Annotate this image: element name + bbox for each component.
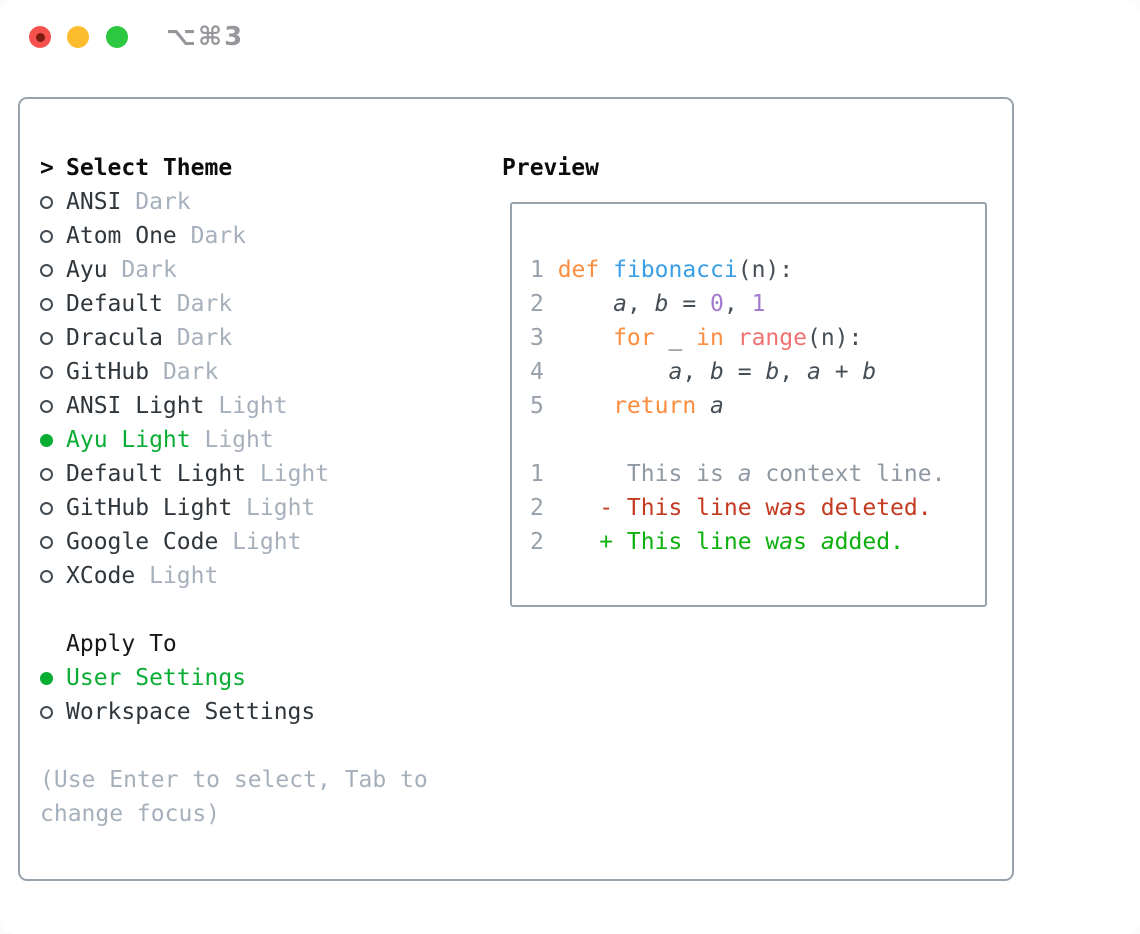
unsaved-indicator-icon — [35, 32, 45, 42]
prompt-caret-icon: > — [40, 155, 54, 181]
help-line: (Use Enter to select, Tab to — [40, 767, 428, 793]
line-number: 4 — [530, 359, 544, 385]
line-number: 1 — [530, 257, 544, 283]
theme-variant-label: Light — [204, 427, 274, 453]
radio-selected-icon — [40, 433, 53, 447]
preview-title: Preview — [502, 155, 599, 181]
theme-name: Google Code — [66, 529, 219, 555]
line-number: 1 — [530, 461, 544, 487]
radio-unselected-icon — [40, 263, 53, 277]
theme-option[interactable]: GitHub Light Light — [40, 491, 500, 525]
theme-name: Default Light — [66, 461, 247, 487]
theme-variant-label: Dark — [176, 291, 233, 317]
code-line: 2 a, b = 0, 1 — [530, 287, 985, 321]
radio-unselected-icon — [40, 705, 53, 719]
apply-to-title: Apply To — [66, 631, 177, 657]
theme-variant-label: Light — [218, 393, 288, 419]
radio-selected-icon — [40, 671, 53, 685]
line-number: 5 — [530, 393, 544, 419]
theme-option[interactable]: ANSI Light Light — [40, 389, 500, 423]
theme-variant-label: Light — [232, 529, 302, 555]
help-line: change focus) — [40, 801, 221, 827]
help-text: (Use Enter to select, Tab to change focu… — [40, 763, 500, 831]
select-theme-title: Select Theme — [66, 155, 233, 181]
close-button[interactable] — [29, 26, 51, 48]
radio-unselected-icon — [40, 399, 53, 413]
theme-variant-label: Light — [149, 563, 219, 589]
theme-variant-label: Dark — [121, 257, 177, 283]
theme-name: XCode — [66, 563, 136, 589]
radio-unselected-icon — [40, 331, 53, 345]
theme-option[interactable]: ANSI Dark — [40, 185, 500, 219]
theme-name: Default — [66, 291, 163, 317]
apply-option-label: Workspace Settings — [66, 699, 316, 725]
minimize-button[interactable] — [67, 26, 89, 48]
apply-to-header: Apply To — [40, 627, 500, 661]
theme-name: ANSI — [66, 189, 122, 215]
line-number: 2 — [530, 529, 544, 555]
line-number: 2 — [530, 291, 544, 317]
titlebar: ⌥⌘3 — [0, 0, 1140, 74]
window-title: ⌥⌘3 — [166, 22, 245, 52]
theme-name: GitHub — [66, 359, 150, 385]
radio-unselected-icon — [40, 467, 53, 481]
theme-name: Ayu Light — [66, 427, 191, 453]
theme-name: GitHub Light — [66, 495, 233, 521]
code-line: 5 return a — [530, 389, 985, 423]
code-line: 4 a, b = b, a + b — [530, 355, 985, 389]
theme-option[interactable]: Ayu Dark — [40, 253, 500, 287]
theme-name: Atom One — [66, 223, 177, 249]
theme-variant-label: Dark — [190, 223, 247, 249]
select-theme-header: > Select Theme — [40, 151, 500, 185]
theme-option[interactable]: Dracula Dark — [40, 321, 500, 355]
theme-option[interactable]: Atom One Dark — [40, 219, 500, 253]
apply-option[interactable]: User Settings — [40, 661, 500, 695]
line-number: 2 — [530, 495, 544, 521]
apply-option[interactable]: Workspace Settings — [40, 695, 500, 729]
theme-name: Dracula — [66, 325, 163, 351]
radio-unselected-icon — [40, 297, 53, 311]
code-line: 3 for _ in range(n): — [530, 321, 985, 355]
theme-option[interactable]: Default Dark — [40, 287, 500, 321]
apply-option-label: User Settings — [66, 665, 247, 691]
theme-variant-label: Dark — [176, 325, 233, 351]
radio-unselected-icon — [40, 229, 53, 243]
theme-option[interactable]: Google Code Light — [40, 525, 500, 559]
radio-unselected-icon — [40, 501, 53, 515]
theme-option[interactable]: GitHub Dark — [40, 355, 500, 389]
theme-variant-label: Light — [259, 461, 330, 487]
line-number: 3 — [530, 325, 544, 351]
theme-option[interactable]: Default Light Light — [40, 457, 500, 491]
radio-unselected-icon — [40, 365, 53, 379]
theme-option[interactable]: XCode Light — [40, 559, 500, 593]
radio-unselected-icon — [40, 569, 53, 583]
diff-line: 2 - This line was deleted. — [530, 491, 985, 525]
diff-line: 1 This is a context line. — [530, 457, 985, 491]
diff-preview: 1 This is a context line.2 - This line w… — [530, 457, 985, 559]
theme-name: ANSI Light — [66, 393, 205, 419]
theme-variant-label: Dark — [162, 359, 219, 385]
radio-unselected-icon — [40, 195, 53, 209]
theme-variant-label: Light — [246, 495, 316, 521]
theme-name: Ayu — [66, 257, 108, 283]
theme-variant-label: Dark — [135, 189, 191, 215]
diff-line: 2 + This line was added. — [530, 525, 985, 559]
radio-unselected-icon — [40, 535, 53, 549]
theme-option[interactable]: Ayu Light Light — [40, 423, 500, 457]
zoom-button[interactable] — [106, 26, 128, 48]
